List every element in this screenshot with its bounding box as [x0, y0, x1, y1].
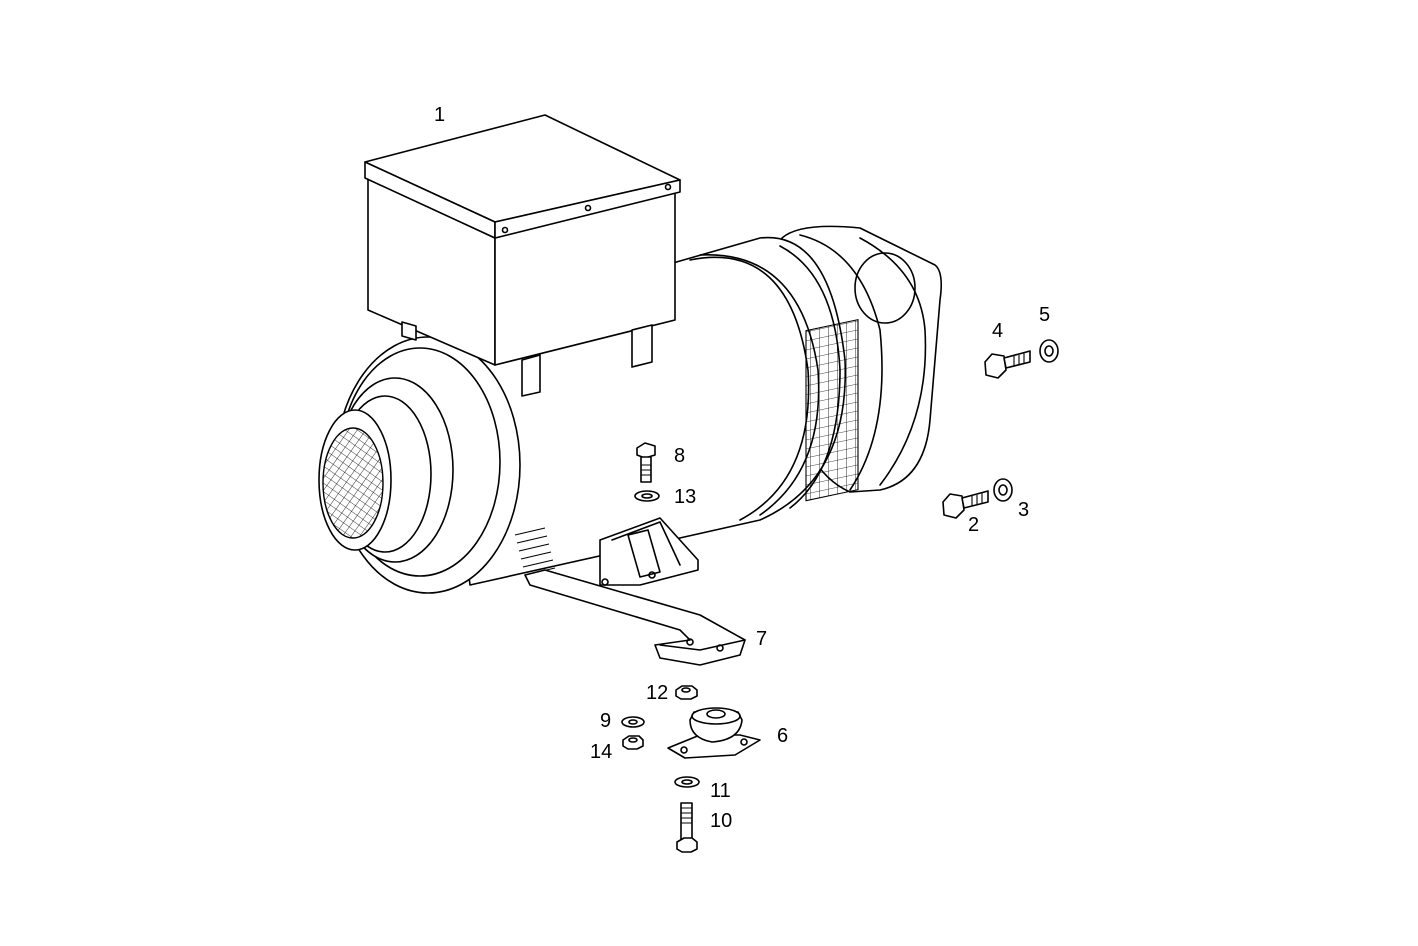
bolt-8[interactable] [636, 442, 656, 483]
callout-9: 9 [600, 710, 611, 732]
callout-7: 7 [756, 628, 767, 650]
callout-2: 2 [968, 514, 979, 536]
washer-3[interactable] [993, 478, 1013, 502]
bolt-4[interactable] [984, 350, 1031, 379]
callout-4: 4 [992, 320, 1003, 342]
nut-14[interactable] [622, 735, 644, 750]
callout-10: 10 [710, 810, 732, 832]
washer-11[interactable] [674, 776, 700, 788]
callout-11: 11 [710, 780, 731, 802]
support-bracket[interactable] [524, 569, 746, 666]
washer-13[interactable] [634, 490, 660, 502]
nut-12[interactable] [675, 685, 698, 700]
callout-1: 1 [434, 104, 445, 126]
callout-3: 3 [1018, 499, 1029, 521]
bolt-10[interactable] [676, 802, 698, 853]
washer-9[interactable] [621, 716, 645, 728]
cooling-grille [805, 318, 859, 502]
callout-6: 6 [777, 725, 788, 747]
callout-13: 13 [674, 486, 696, 508]
terminal-box [364, 114, 681, 397]
alternator-assembly[interactable] [318, 114, 942, 594]
callout-12: 12 [646, 682, 668, 704]
callout-5: 5 [1039, 304, 1050, 326]
front-end-shield [318, 336, 556, 594]
callout-8: 8 [674, 445, 685, 467]
callout-14: 14 [590, 741, 612, 763]
bolt-2[interactable] [942, 490, 989, 519]
washer-5[interactable] [1039, 339, 1059, 363]
front-air-intake-mesh [322, 427, 384, 539]
mounting-foot [599, 517, 699, 586]
anti-vibration-mount[interactable] [667, 707, 761, 759]
